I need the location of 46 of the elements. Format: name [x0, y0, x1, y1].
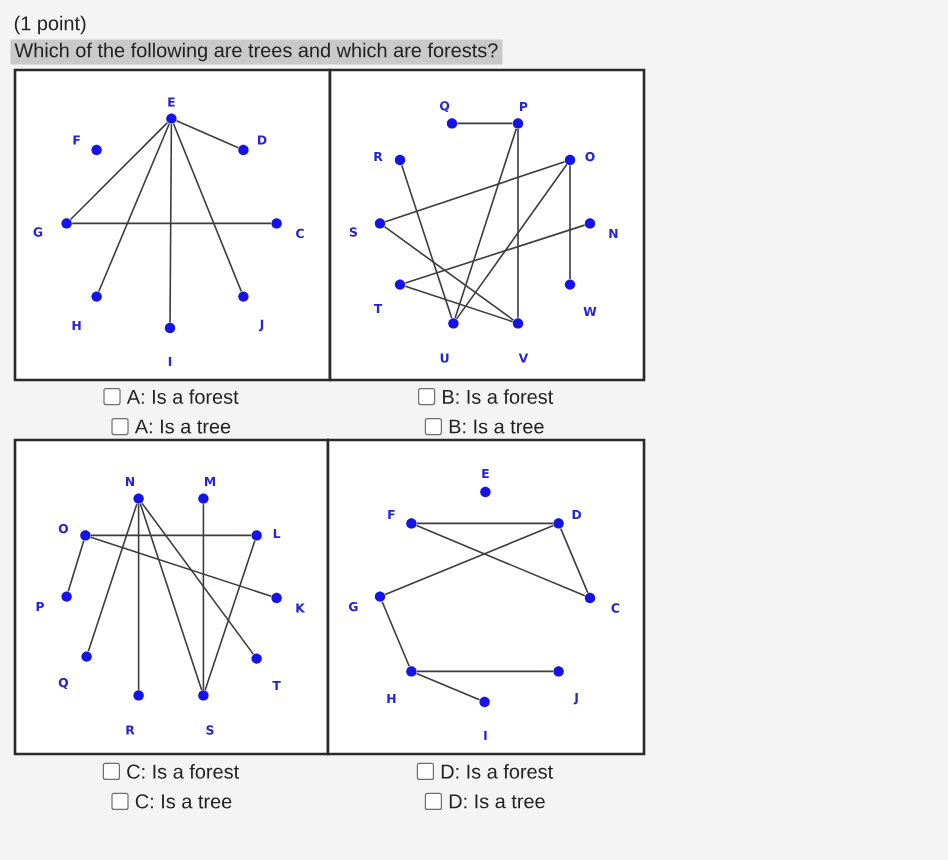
edge-line [455, 163, 568, 320]
edge-line [89, 536, 273, 598]
edge-line [404, 224, 586, 284]
edge-line [517, 128, 519, 319]
edge-line [415, 672, 481, 701]
edge-line [384, 524, 555, 596]
edge-line [384, 161, 566, 223]
edge-line [416, 670, 554, 673]
option-label: C: Is a tree [135, 794, 232, 809]
edge-line [71, 222, 272, 225]
edge-line [404, 285, 514, 323]
edge-line [381, 600, 411, 668]
option-label: C: Is a forest [127, 764, 239, 779]
edge-line [137, 503, 140, 691]
edge-line [569, 164, 571, 280]
option-label: B: Is a tree [449, 419, 544, 434]
edge-line [172, 123, 243, 293]
option-label: A: Is a forest [126, 389, 239, 404]
question-text: Which of the following are trees and which are forests? [10, 39, 503, 65]
edge-line [98, 122, 171, 293]
option-label: B: Is a forest [443, 389, 554, 404]
edge-line [90, 534, 252, 537]
edge-line [175, 120, 240, 149]
edge-line [454, 127, 518, 319]
edge-line [456, 122, 514, 125]
edge-line [383, 225, 515, 321]
option-label: D: Is a tree [449, 794, 545, 809]
graph-panel [326, 438, 646, 756]
edge-line [415, 524, 586, 597]
edge-line [416, 522, 554, 525]
edge-line [87, 503, 138, 653]
edge-line [169, 123, 173, 324]
edge-line [139, 503, 203, 691]
option-label: D: Is a forest [441, 764, 553, 779]
edge-line [202, 503, 205, 691]
edge-line [69, 121, 169, 221]
graph-panel [13, 68, 332, 382]
points-text: (1 point) [14, 15, 86, 35]
graph-panel [328, 68, 646, 382]
edge-line [400, 164, 453, 319]
option-label: A: Is a tree [134, 419, 231, 434]
edge-line [67, 539, 85, 593]
edge-line [560, 527, 589, 594]
edge-line [141, 502, 255, 655]
graph-panel [13, 438, 330, 756]
edge-line [204, 539, 256, 691]
